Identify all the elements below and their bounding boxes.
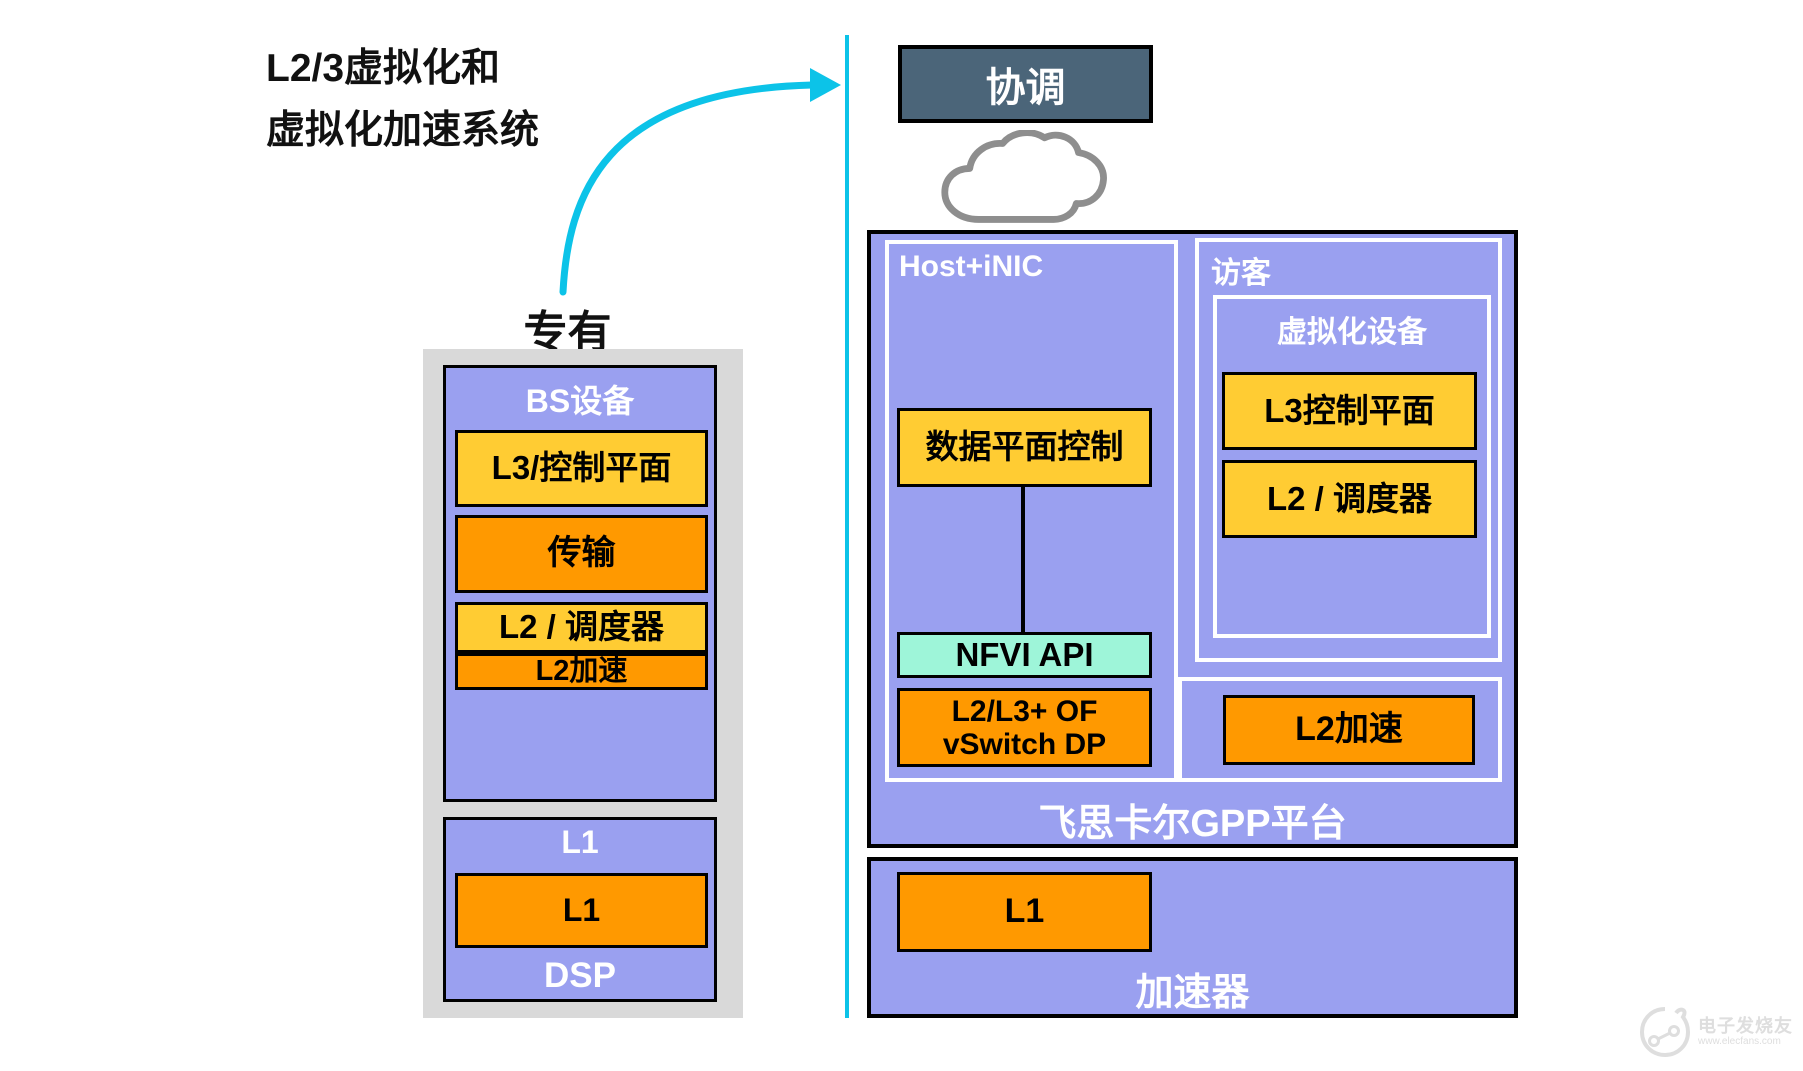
vswitch-line1: L2/L3+ OF (951, 694, 1098, 728)
host-inic-title: Host+iNIC (899, 250, 1044, 283)
virtualized-device-title: 虚拟化设备 (1277, 316, 1427, 349)
data-plane-control-box: 数据平面控制 (897, 408, 1152, 487)
transport-box: 传输 (455, 515, 708, 593)
watermark: 电子发烧友 www.elecfans.com (1638, 1005, 1793, 1059)
l2-accel-right-box: L2加速 (1223, 695, 1475, 765)
l3-control-plane-box: L3/控制平面 (455, 430, 708, 507)
accelerator-l1-box: L1 (897, 872, 1152, 952)
bs-device-title: BS设备 (525, 383, 635, 419)
dsp-label: DSP (544, 956, 616, 995)
guest-frame: 访客 虚拟化设备 L3控制平面 L2 / 调度器 (1195, 238, 1502, 662)
curved-arrow (559, 68, 841, 296)
watermark-text: 电子发烧友 (1698, 1015, 1793, 1036)
cloud-icon (941, 130, 1107, 223)
l2-accel-frame: L2加速 (1178, 677, 1502, 782)
vswitch-line2: vSwitch DP (942, 727, 1107, 761)
proprietary-label: 专有 (523, 308, 612, 357)
l1-box: L1 (455, 873, 708, 948)
watermark-url: www.elecfans.com (1698, 1036, 1781, 1048)
proprietary-panel: BS设备 L3/控制平面 传输 L2 / 调度器 L2加速 L1 L1 DSP (423, 349, 743, 1018)
diagram-title-line1: L2/3虚拟化和 (266, 47, 501, 90)
accelerator-box: L1 加速器 (867, 857, 1518, 1018)
host-inic-frame: Host+iNIC 数据平面控制 NFVI API L2/L3+ OF vSwi… (885, 240, 1178, 782)
accelerator-label: 加速器 (1135, 972, 1250, 1014)
diagram-title: L2/3虚拟化和 虚拟化加速系统 (266, 38, 539, 162)
watermark-logo-icon (1639, 1007, 1691, 1058)
guest-title: 访客 (1211, 257, 1271, 290)
gpp-platform-label: 飞思卡尔GPP平台 (1038, 803, 1347, 845)
connector-line (1021, 487, 1025, 633)
l1-dsp-box: L1 L1 DSP (443, 817, 717, 1002)
vswitch-dp-box: L2/L3+ OF vSwitch DP (897, 688, 1152, 767)
gpp-platform-box: Host+iNIC 数据平面控制 NFVI API L2/L3+ OF vSwi… (867, 230, 1518, 848)
guest-l3-control-plane-box: L3控制平面 (1222, 372, 1477, 450)
nfvi-api-box: NFVI API (897, 632, 1152, 678)
l2-accel-box: L2加速 (455, 653, 708, 690)
guest-l2-scheduler-box: L2 / 调度器 (1222, 460, 1477, 538)
bs-device-box: BS设备 L3/控制平面 传输 L2 / 调度器 L2加速 (443, 365, 717, 802)
divider-line (845, 35, 849, 1018)
l1-section-title: L1 (561, 824, 599, 860)
virtualized-device-frame: 虚拟化设备 L3控制平面 L2 / 调度器 (1213, 295, 1491, 638)
orchestration-box: 协调 (898, 45, 1153, 123)
l2-scheduler-box: L2 / 调度器 (455, 602, 708, 653)
diagram-title-line2: 虚拟化加速系统 (266, 109, 540, 152)
